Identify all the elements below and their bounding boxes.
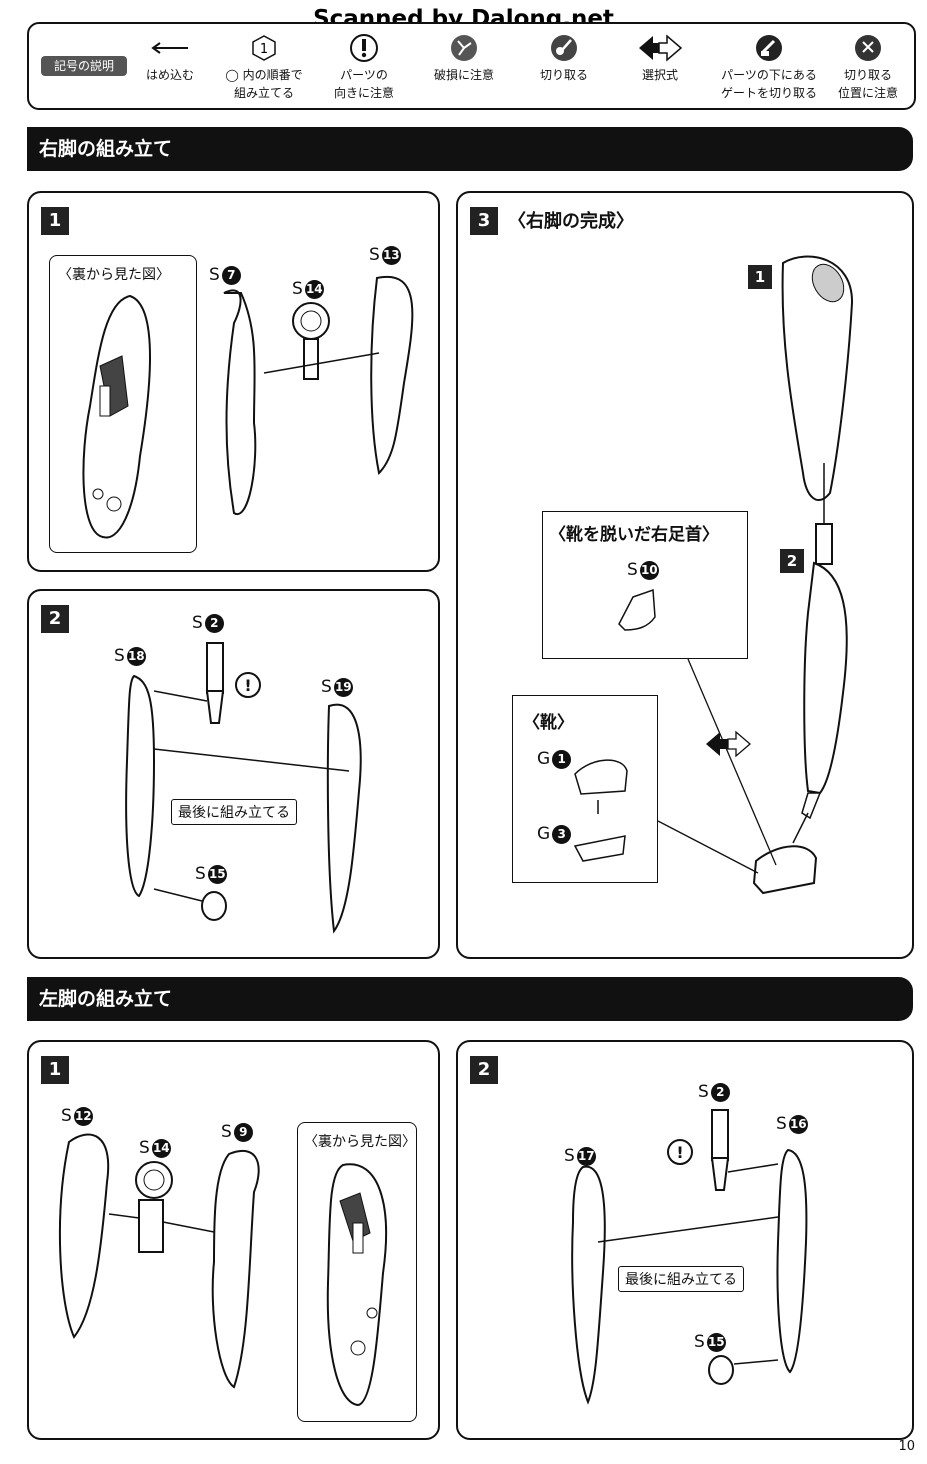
arrow-left-icon [115,30,225,66]
cut-position-icon [813,30,923,66]
back-view-title: 〈裏から見た図〉 [58,267,170,283]
legend-label: パーツの下にある ゲートを切り取る [720,68,817,100]
legend-item-cut-position: 切り取る 位置に注意 [813,30,923,106]
step-number: 3 [470,207,498,235]
legend-item-cut: 切り取る [509,30,619,106]
symbol-legend: 記号の説明 はめ込む 1 ◯ 内の順番で 組み立てる パーツの 向きに注意 破損… [27,22,916,110]
legend-title: 記号の説明 [41,56,127,76]
left-step2-drawing: ! [571,1109,808,1405]
cut-icon [509,30,619,66]
right-step2-drawing: ! [125,642,362,934]
legend-item-breakage: 破損に注意 [409,30,519,106]
step-title: 〈右脚の完成〉 [508,211,634,232]
legend-item-gate-cut: パーツの下にある ゲートを切り取る [709,30,829,106]
step-number: 1 [41,207,69,235]
barefoot-drawing [618,588,656,631]
page-number: 10 [898,1439,915,1454]
legend-item-orientation: パーツの 向きに注意 [309,30,419,106]
legend-label: ◯ 内の順番で 組み立てる [225,68,303,100]
exclamation-icon [309,30,419,66]
assemble-last-note: 最後に組み立てる [171,799,297,825]
back-view-box: 〈裏から見た図〉 [49,255,197,553]
legend-item-order: 1 ◯ 内の順番で 組み立てる [209,30,319,106]
legend-label: はめ込む [145,68,194,82]
legend-label: 選択式 [641,68,678,82]
break-warning-icon [409,30,519,66]
step-number: 2 [41,605,69,633]
sub-step-2: 2 [780,549,804,573]
back-view-box: 〈裏から見た図〉 [297,1122,417,1422]
double-arrow-icon [605,30,715,66]
step-number: 2 [470,1056,498,1084]
left-step1-drawing [58,1133,260,1389]
legend-label: パーツの 向きに注意 [333,68,394,100]
right-leg-completed-drawing [657,255,854,895]
legend-item-choice: 選択式 [605,30,715,106]
step-number: 1 [41,1056,69,1084]
svg-text:!: ! [244,676,251,695]
right-step1-drawing [223,275,414,516]
shoe-title: 〈靴〉 [523,713,574,733]
back-view-title: 〈裏から見た図〉 [304,1134,416,1150]
leg-back-view-drawing [326,1163,387,1407]
numbered-hexagon-icon: 1 [209,30,319,66]
legend-item-press-fit: はめ込む [115,30,225,106]
legend-label: 切り取る [539,68,588,82]
svg-text:!: ! [676,1143,683,1162]
barefoot-title: 〈靴を脱いだ右足首〉 [549,525,719,545]
legend-label: 切り取る 位置に注意 [837,68,898,100]
gate-cut-icon [709,30,829,66]
hexagon-number: 1 [260,42,268,57]
sub-step-1: 1 [748,265,772,289]
shoe-parts-drawing [573,759,628,862]
legend-label: 破損に注意 [433,68,494,82]
assemble-last-note: 最後に組み立てる [618,1266,744,1292]
leg-back-view-drawing [82,294,151,539]
section-title-right-leg: 右脚の組み立て [27,127,913,171]
section-title-left-leg: 左脚の組み立て [27,977,913,1021]
